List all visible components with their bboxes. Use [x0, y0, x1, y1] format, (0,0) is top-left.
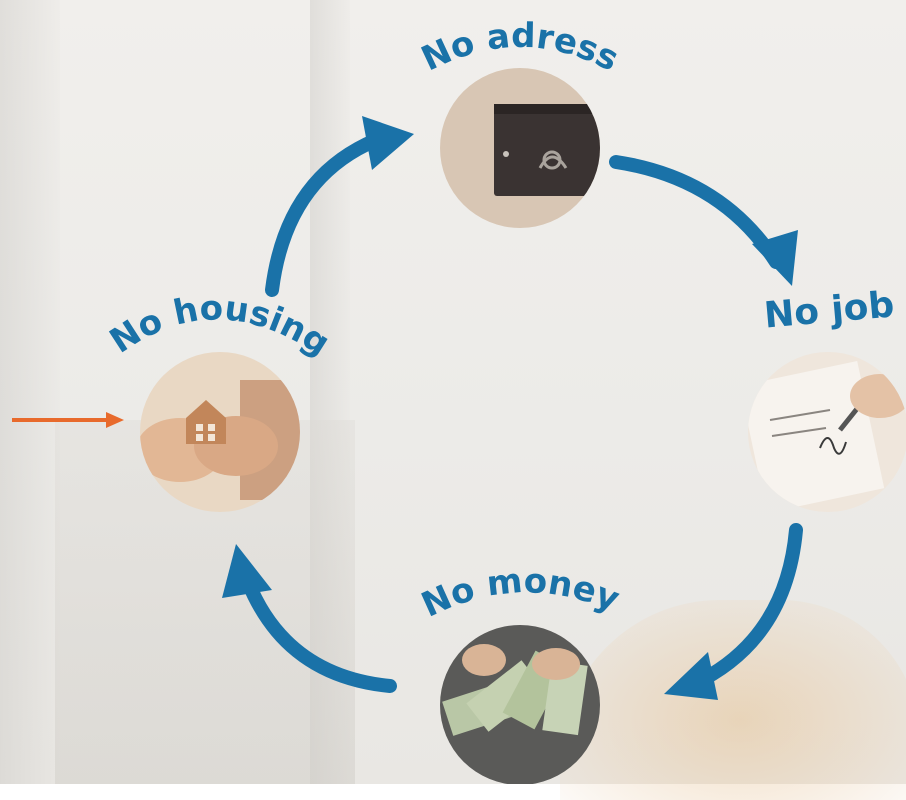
arrow-money-to-housing	[222, 544, 390, 686]
pointer-arrow-icon	[12, 412, 124, 428]
node-no-address	[440, 68, 600, 228]
cash-in-hands-icon	[440, 625, 600, 784]
node-no-housing	[136, 352, 300, 512]
contract-signing-icon	[740, 352, 906, 513]
node-no-job	[740, 352, 906, 513]
arrow-address-to-job	[616, 162, 798, 286]
arrow-housing-to-address	[272, 116, 414, 290]
mailbox-icon	[440, 68, 600, 228]
house-in-hands-icon	[136, 352, 300, 512]
node-label-money: No money	[416, 561, 625, 626]
node-no-money	[440, 625, 600, 784]
arrow-job-to-money	[664, 530, 796, 700]
